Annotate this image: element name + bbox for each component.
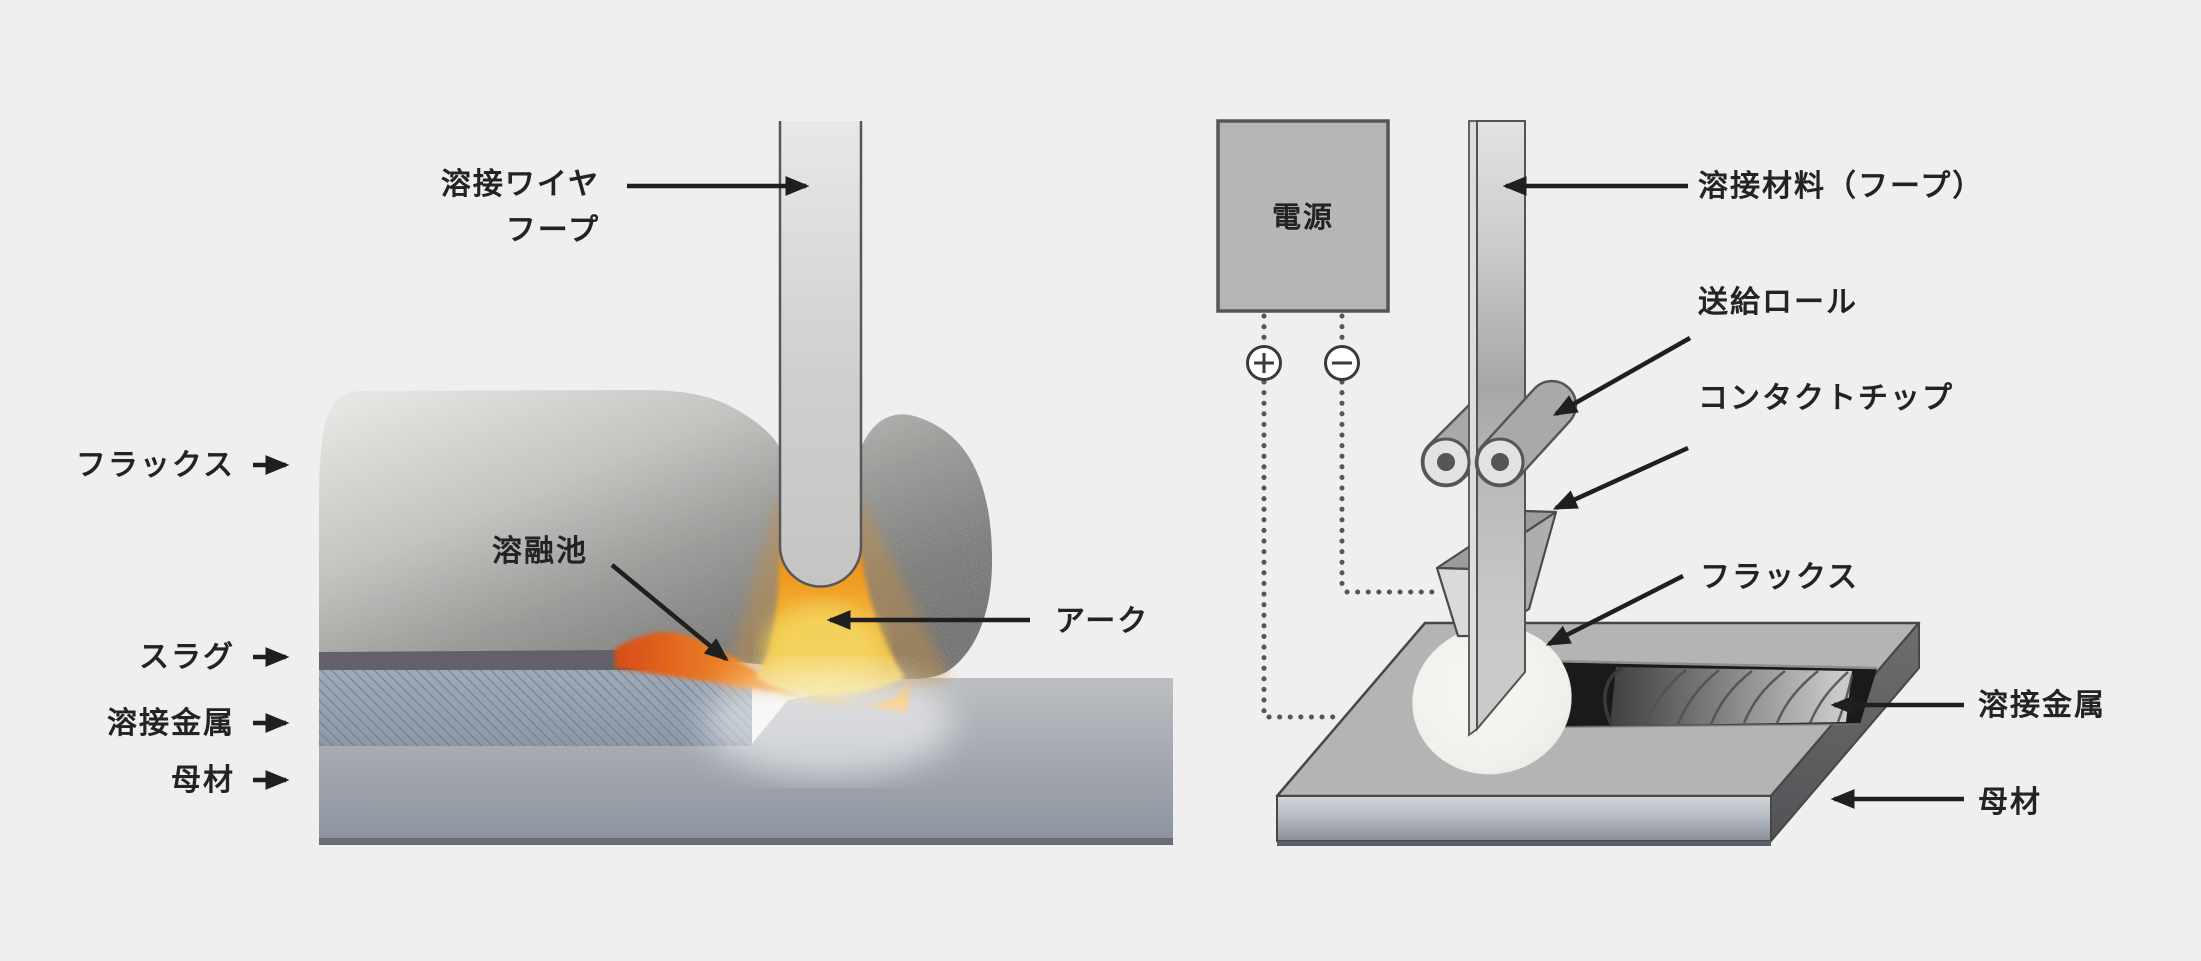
welding-wire [778,121,863,588]
base-metal-bottom-edge [319,838,1173,845]
label-power-source: 電源 [1272,200,1334,234]
label-flux: フラックス [76,448,235,483]
negative-terminal-icon [1324,345,1360,381]
label-base-metal-right: 母材 [1978,785,2042,820]
base-plate-bottom-edge [1277,841,1771,846]
label-weld-metal-right: 溶接金属 [1978,688,2106,723]
feed-roll-end-caps [1421,437,1525,487]
label-hoop: フープ [506,213,600,248]
strip-electrode-edge [1468,120,1478,737]
base-plate-front-face [1276,795,1772,842]
base-plate [1275,621,1921,846]
power-source-box: 電源 [1216,119,1390,313]
label-feed-roll: 送給ロール [1698,285,1858,320]
label-arc: アーク [1055,604,1149,639]
power-cables [1261,313,1435,720]
molten-pool [615,632,908,712]
weld-metal-layer [319,670,752,746]
label-flux-right: フラックス [1700,560,1859,595]
weld-bead [1603,666,1854,727]
label-welding-wire: 溶接ワイヤ [441,167,600,202]
heat-glow [703,667,953,777]
label-contact-tip: コンタクトチップ [1698,381,1954,416]
left-diagram-cross-section: 溶接ワイヤ フープ フラックス 溶融池 スラグ 溶接金属 母材 アーク [76,121,1173,845]
right-diagram-schematic: 電源 [1216,119,2106,846]
label-base-metal: 母材 [171,763,235,798]
label-slag: スラグ [139,640,235,675]
label-weld-metal: 溶接金属 [107,706,235,741]
positive-terminal-icon [1246,345,1282,381]
flux-right-arrow [1545,573,1685,647]
label-molten-pool: 溶融池 [492,534,588,569]
right-diagram-annotations: 溶接材料（フープ） 送給ロール コンタクトチップ フラックス 溶接金属 母材 [1502,169,2106,820]
label-welding-material: 溶接材料（フープ） [1698,169,1984,204]
weld-bead-ripples [1643,669,1854,726]
left-diagram-annotations: 溶接ワイヤ フープ フラックス 溶融池 スラグ 溶接金属 母材 アーク [76,167,1149,798]
slag-layer [319,648,675,670]
contact-tip-arrow [1552,445,1689,511]
feed-roll-arrow [1552,336,1692,416]
molten-pool-arrow [610,563,729,662]
